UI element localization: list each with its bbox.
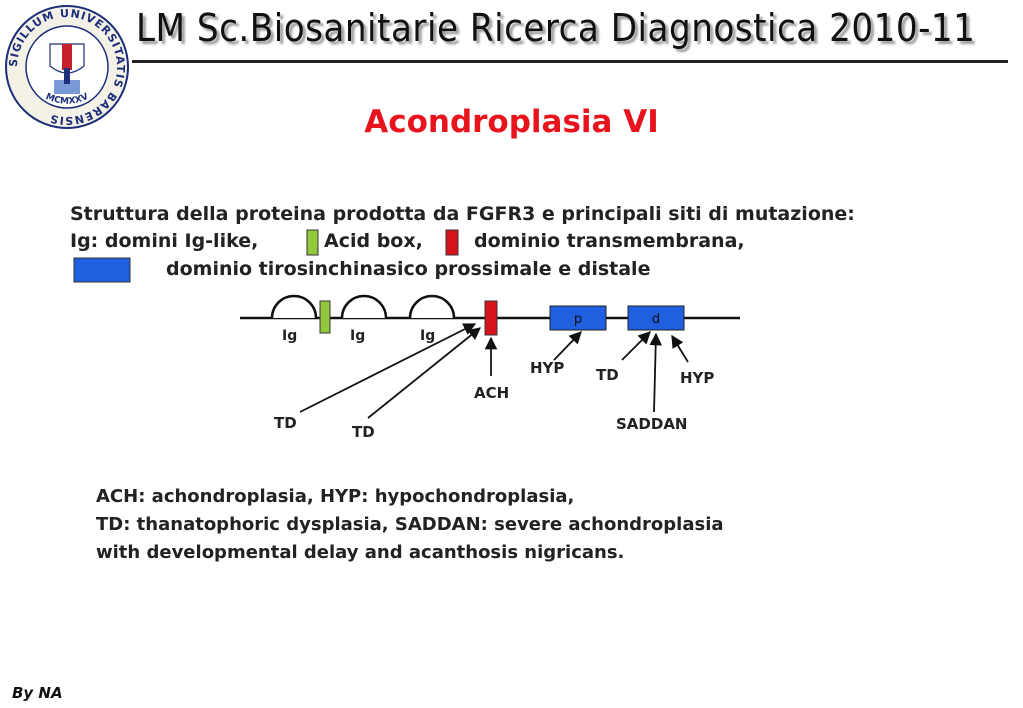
kinase-proximal-label: p bbox=[574, 312, 582, 327]
footer-credit: By NA bbox=[12, 684, 63, 702]
kinase-distal-domain bbox=[627, 305, 685, 331]
legend-line-3: with developmental delay and acanthosis … bbox=[96, 542, 624, 563]
fgfr3-structure-figure: Struttura della proteina prodotta da FGF… bbox=[70, 203, 855, 563]
legend-line-2: TD: thanatophoric dysplasia, SADDAN: sev… bbox=[96, 514, 724, 535]
hyp-right-label: HYP bbox=[680, 369, 714, 387]
td-right-label: TD bbox=[596, 366, 619, 384]
saddan-label: SADDAN bbox=[616, 415, 687, 433]
td-left-1-arrow bbox=[299, 323, 477, 413]
legend-line-1: ACH: achondroplasia, HYP: hypochondropla… bbox=[96, 486, 574, 507]
ach-label: ACH bbox=[474, 384, 509, 402]
hyp-right-arrow bbox=[671, 334, 689, 363]
seal-tower-shape bbox=[64, 68, 70, 84]
header-divider bbox=[132, 60, 1008, 63]
ig-domain-1-loop bbox=[270, 294, 318, 319]
caption-line-4: dominio transmembrana, bbox=[474, 230, 745, 252]
kinase-legend-swatch bbox=[73, 257, 131, 283]
caption-line-2: Ig: domini Ig-like, bbox=[70, 230, 258, 252]
university-seal-logo: SIGILLUM UNIVERSITATIS BARENSIS MCMXXV bbox=[5, 5, 129, 129]
ig-domain-1-label: Ig bbox=[282, 328, 297, 344]
td-left-2-label: TD bbox=[352, 423, 375, 441]
td-left-2-arrow bbox=[367, 327, 481, 419]
transmembrane-domain bbox=[484, 300, 498, 336]
header-title: LM Sc.Biosanitarie Ricerca Diagnostica 2… bbox=[136, 6, 976, 50]
svg-text:MCMXXV: MCMXXV bbox=[44, 92, 90, 107]
ig-domain-2-label: Ig bbox=[350, 328, 365, 344]
ig-domain-2-loop bbox=[340, 294, 388, 319]
caption-line-5: dominio tirosinchinasico prossimale e di… bbox=[166, 258, 650, 280]
hyp-left-label: HYP bbox=[530, 359, 564, 377]
ig-domain-3-label: Ig bbox=[420, 328, 435, 344]
hyp-left-arrow bbox=[553, 331, 582, 361]
transmembrane-legend-swatch bbox=[445, 229, 459, 256]
saddan-arrow bbox=[649, 332, 663, 413]
seal-shield-stripe bbox=[62, 44, 72, 70]
td-right-arrow bbox=[621, 331, 651, 361]
acid-box-domain bbox=[319, 300, 331, 334]
caption-line-3: Acid box, bbox=[324, 230, 423, 252]
caption-line-1: Struttura della proteina prodotta da FGF… bbox=[70, 203, 855, 225]
seal-sea-shape bbox=[54, 80, 80, 94]
ig-domain-3-loop bbox=[408, 294, 456, 319]
td-left-1-label: TD bbox=[274, 414, 297, 432]
seal-year-text: MCMXXV bbox=[44, 92, 90, 107]
kinase-proximal-domain bbox=[549, 305, 607, 331]
acid-box-legend-swatch bbox=[306, 229, 319, 256]
slide-title: Acondroplasia VI bbox=[364, 104, 659, 140]
kinase-distal-label: d bbox=[652, 312, 660, 327]
